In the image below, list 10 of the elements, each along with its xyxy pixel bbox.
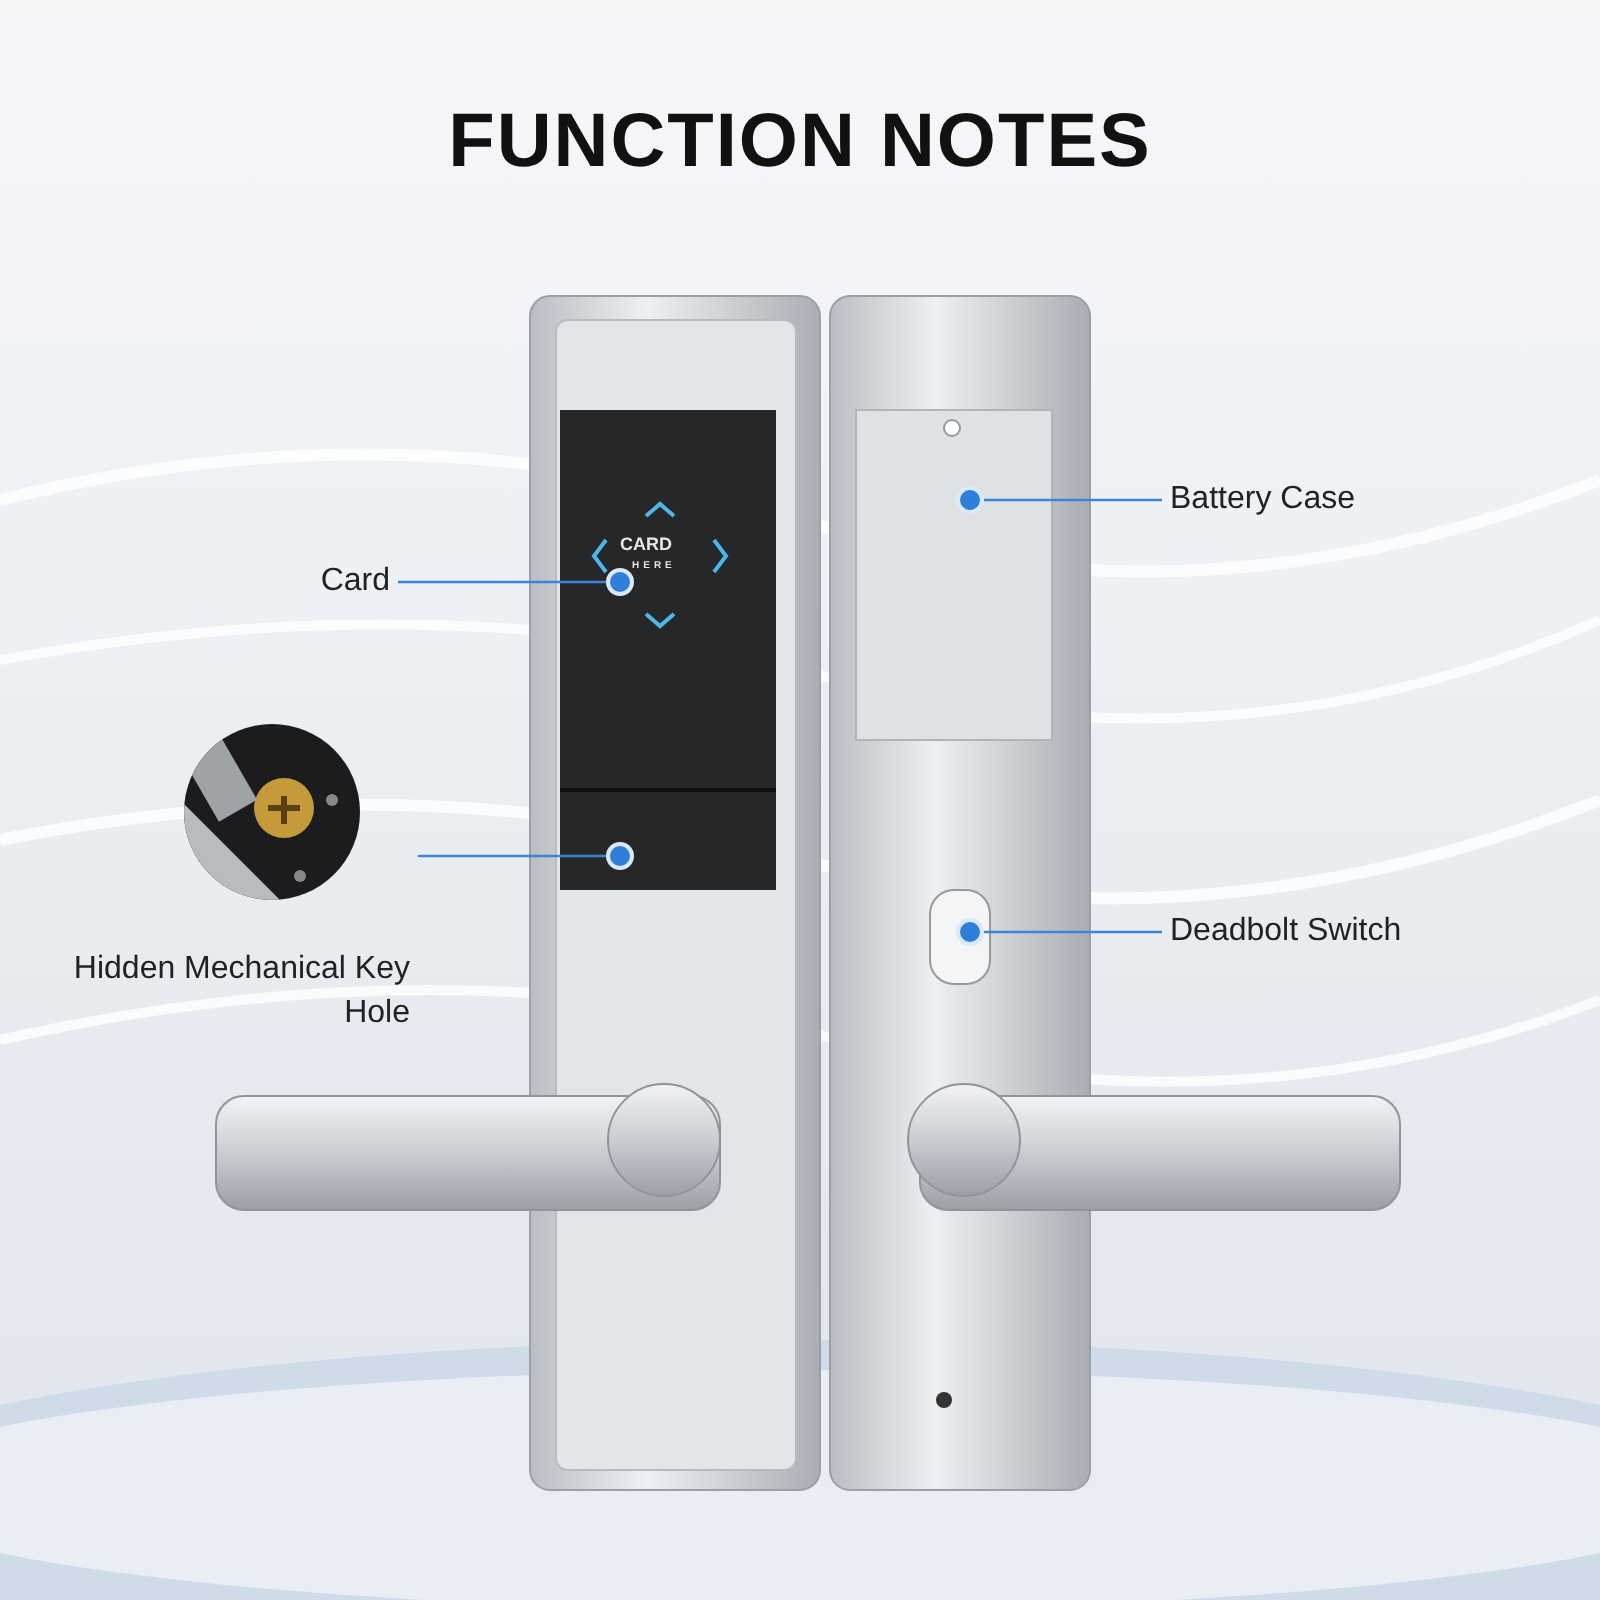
- callout-text: Battery Case: [1170, 480, 1355, 520]
- callout-text: Deadbolt Switch: [1170, 912, 1402, 952]
- leader-line: [418, 854, 606, 858]
- callout-text: Hidden Mechanical Key Hole: [71, 950, 410, 1034]
- panel-text: CARD: [620, 536, 672, 554]
- leader-line: [984, 498, 1162, 502]
- leader-line: [398, 580, 606, 584]
- leader-line: [984, 930, 1162, 934]
- page-title: FUNCTION NOTES: [446, 100, 1154, 186]
- callout-text: Card: [320, 562, 390, 602]
